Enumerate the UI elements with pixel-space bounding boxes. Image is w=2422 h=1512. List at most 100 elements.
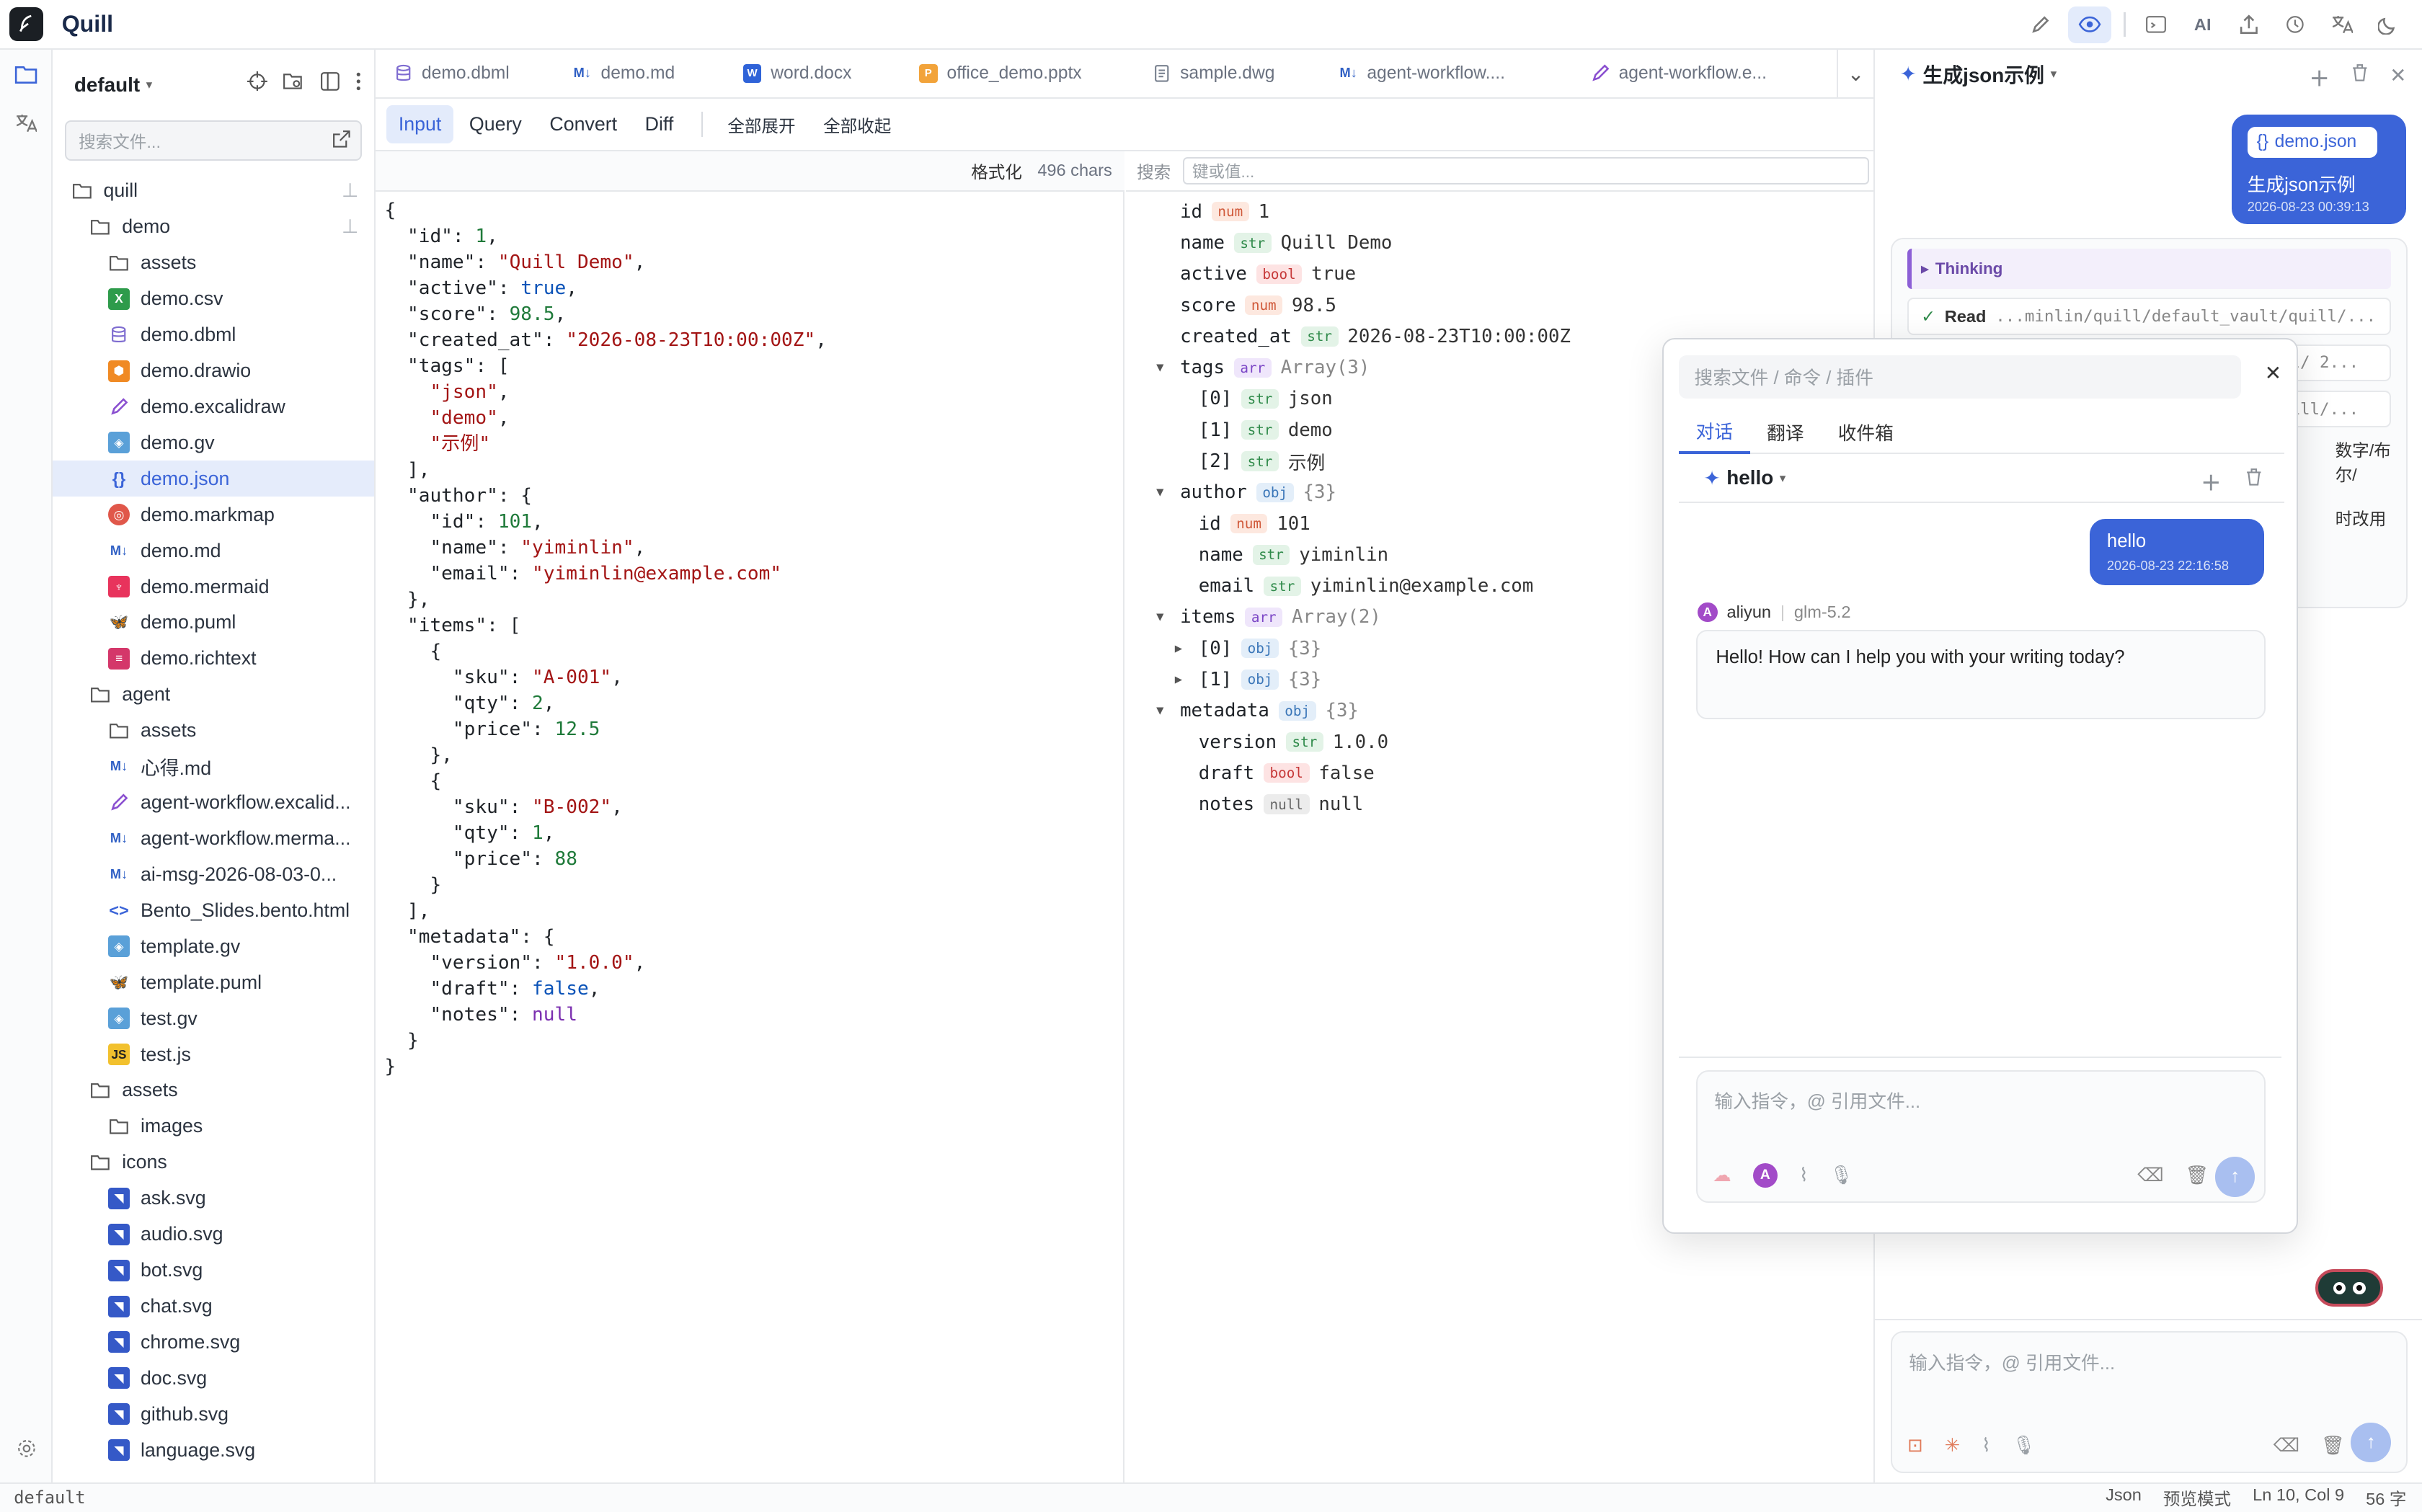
tree-file[interactable]: ◎demo.markmap (53, 497, 374, 533)
vault-selector[interactable]: default▾ (74, 74, 152, 97)
tree-file[interactable]: agent-workflow.excalid... (53, 785, 374, 821)
tree-file[interactable]: {}demo.json (52, 461, 374, 497)
plus-icon[interactable]: ＋ (2309, 67, 2330, 90)
edit-icon[interactable] (2022, 6, 2059, 43)
caret-down-icon[interactable]: ▼ (1156, 485, 1164, 500)
json-tree-row[interactable]: ▶[1]obj{3} (1126, 664, 1873, 695)
trash-icon[interactable] (2245, 468, 2263, 497)
caret-down-icon[interactable]: ▼ (1156, 360, 1164, 375)
tree-file[interactable]: demo.excalidraw (53, 389, 374, 425)
file-chip[interactable]: {}demo.json (2247, 126, 2377, 158)
pin-icon[interactable]: ⊥ (341, 179, 359, 202)
mic-icon[interactable]: 🎙 (1829, 1165, 1854, 1186)
status-mode[interactable]: 预览模式 (2162, 1490, 2232, 1509)
tool-call-read[interactable]: ✓Read...minlin/quill/default_vault/quill… (1907, 298, 2392, 335)
tree-file[interactable]: ⬢demo.drawio (53, 353, 374, 389)
tree-file[interactable]: ◥github.svg (53, 1396, 374, 1432)
translate-rail-icon[interactable] (0, 99, 53, 148)
editor-tab[interactable]: agent-workflow.e... (1591, 63, 1767, 84)
tree-file[interactable]: ◥chat.svg (53, 1289, 374, 1325)
editor-tab[interactable]: demo.dbml (394, 63, 510, 84)
popup-tab[interactable]: 翻译 (1767, 424, 1804, 445)
mode-tab-convert[interactable]: Convert (549, 113, 618, 135)
viewer-search-input[interactable]: 键或值... (1183, 156, 1869, 185)
mascot-avatar[interactable] (2315, 1269, 2384, 1307)
panel-toggle-icon[interactable] (320, 71, 340, 92)
model-avatar-button[interactable]: A (1752, 1162, 1778, 1188)
tree-folder[interactable]: demo⊥ (53, 209, 374, 245)
trash-icon[interactable]: 🗑 (2321, 1435, 2345, 1456)
popup-tab[interactable]: 收件箱 (1837, 424, 1894, 445)
sparkle-burst-icon[interactable]: ✳ (1944, 1435, 1961, 1456)
caret-down-icon[interactable]: ▼ (1156, 703, 1164, 719)
tree-folder[interactable]: images (53, 1108, 374, 1144)
tree-file[interactable]: ◥language.svg (53, 1432, 374, 1468)
tree-file[interactable]: ◥bot.svg (53, 1253, 374, 1289)
tree-file[interactable]: 🦋demo.puml (53, 605, 374, 641)
share-icon[interactable] (2230, 6, 2267, 43)
expand-all-button[interactable]: 全部展开 (727, 116, 796, 135)
tree-file[interactable]: 🦋template.puml (53, 964, 374, 1000)
tree-file[interactable]: ◥audio.svg (53, 1217, 374, 1253)
chat-bubbles-icon[interactable]: ☁ (1713, 1165, 1731, 1186)
paperclip-icon[interactable]: ⌇ (1982, 1435, 1991, 1456)
command-search-input[interactable]: 搜索文件 / 命令 / 插件 (1679, 355, 2242, 399)
close-icon[interactable]: ✕ (2264, 362, 2282, 385)
tree-file[interactable]: M↓agent-workflow.merma... (53, 821, 374, 857)
caret-right-icon[interactable]: ▶ (1174, 672, 1183, 687)
tree-file[interactable]: ≡demo.richtext (53, 641, 374, 677)
tree-file[interactable]: M↓心得.md (53, 749, 374, 785)
tree-folder[interactable]: assets (53, 1072, 374, 1108)
ai-icon[interactable]: AI (2193, 14, 2212, 34)
editor-tab[interactable]: M↓demo.md (573, 63, 675, 84)
eraser-icon[interactable]: ⌫ (2273, 1435, 2300, 1456)
eraser-icon[interactable]: ⌫ (2137, 1165, 2164, 1186)
popup-tab[interactable]: 对话 (1679, 411, 1750, 454)
mode-tab-diff[interactable]: Diff (644, 113, 674, 135)
tree-file[interactable]: <>Bento_Slides.bento.html (53, 892, 374, 928)
eye-icon[interactable] (2068, 6, 2112, 43)
chat-title[interactable]: 生成json示例 (1922, 63, 2045, 86)
tree-file[interactable]: ◈demo.gv (53, 424, 374, 461)
collapse-all-button[interactable]: 全部收起 (823, 116, 892, 135)
mic-icon[interactable]: 🎙 (2012, 1435, 2036, 1456)
popup-chat-input[interactable]: 输入指令，@ 引用文件... ☁ A ⌇ 🎙 ⌫ 🗑 ↑ (1695, 1069, 2266, 1204)
tree-file[interactable]: demo.dbml (53, 317, 374, 353)
tree-file[interactable]: ◥doc.svg (53, 1360, 374, 1396)
settings-icon[interactable] (0, 1424, 53, 1474)
close-icon[interactable]: ✕ (2390, 63, 2407, 86)
caret-right-icon[interactable]: ▶ (1174, 641, 1183, 656)
crosshair-icon[interactable] (247, 71, 267, 92)
mode-tab-query[interactable]: Query (469, 113, 522, 135)
json-editor[interactable]: { "id": 1, "name": "Quill Demo", "active… (376, 191, 1124, 1483)
tree-folder[interactable]: assets (53, 713, 374, 749)
more-vertical-icon[interactable] (355, 71, 362, 92)
trash-icon[interactable]: 🗑 (2185, 1165, 2209, 1186)
trash-icon[interactable] (2351, 63, 2369, 92)
tree-file[interactable]: ♆demo.mermaid (53, 569, 374, 605)
paperclip-icon[interactable]: ⌇ (1799, 1165, 1809, 1186)
tree-file[interactable]: M↓demo.md (53, 533, 374, 569)
tree-folder[interactable]: agent (53, 677, 374, 713)
tree-file[interactable]: ◥ask.svg (53, 1180, 374, 1217)
conversation-title[interactable]: hello (1726, 466, 1774, 489)
tabs-overflow-button[interactable]: ⌄ (1836, 49, 1873, 99)
moon-icon[interactable] (2369, 6, 2406, 43)
